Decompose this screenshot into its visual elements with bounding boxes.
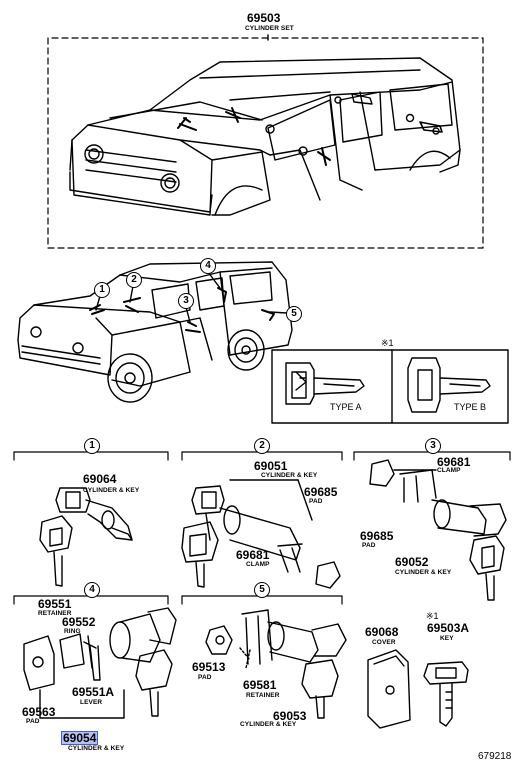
part-69068[interactable]: 69068 (365, 625, 399, 639)
part-69685-s3-desc: PAD (362, 542, 376, 549)
top-vehicle-drawing (69, 57, 461, 216)
part-69551A-desc: LEVER (80, 699, 103, 706)
callout-1: 1 (94, 282, 110, 298)
part-69552-desc: RING (64, 628, 81, 635)
part-69513[interactable]: 69513 (192, 660, 226, 674)
section-1-number: 1 (84, 438, 100, 454)
part-69551A[interactable]: 69551A (72, 685, 115, 699)
key-part (423, 661, 469, 727)
section-2-number: 2 (254, 438, 270, 454)
part-69581[interactable]: 69581 (243, 678, 277, 692)
part-69064-desc: CYLINDER & KEY (83, 487, 140, 494)
part-69503A[interactable]: 69503A (427, 621, 470, 635)
part-69581-desc: RETAINER (246, 692, 280, 699)
part-69052-desc: CYLINDER & KEY (395, 569, 452, 576)
set-part-number[interactable]: 69503 (247, 11, 281, 25)
callout-5: 5 (286, 306, 302, 322)
part-69551[interactable]: 69551 (38, 597, 72, 611)
part-69503A-desc: KEY (440, 635, 454, 642)
type-a-label: TYPE A (330, 402, 362, 412)
section-5-parts (205, 609, 347, 719)
key-part-mark: ※1 (426, 611, 439, 621)
callout-3: 3 (178, 293, 194, 309)
part-69064[interactable]: 69064 (83, 472, 117, 486)
part-69052[interactable]: 69052 (395, 555, 429, 569)
part-69551-desc: RETAINER (38, 610, 72, 617)
part-69068-desc: COVER (372, 639, 396, 646)
part-69054-highlighted[interactable]: 69054 (60, 731, 99, 745)
callout-2: 2 (126, 272, 142, 288)
part-69681-s2[interactable]: 69681 (236, 548, 270, 562)
part-69681-s3-desc: CLAMP (437, 467, 461, 474)
type-b-label: TYPE B (454, 402, 487, 412)
section-4-parts (23, 607, 177, 719)
key-note-mark: ※1 (381, 338, 394, 348)
part-69053[interactable]: 69053 (273, 709, 307, 723)
part-69681-s2-desc: CLAMP (246, 561, 270, 568)
part-69685-s2[interactable]: 69685 (304, 485, 338, 499)
part-69513-desc: PAD (198, 674, 212, 681)
part-69681-s3[interactable]: 69681 (437, 455, 471, 469)
small-vehicle-drawing (17, 261, 293, 403)
section-3-number: 3 (425, 438, 441, 454)
set-part-desc: CYLINDER SET (245, 25, 294, 32)
part-69054-desc: CYLINDER & KEY (68, 745, 125, 752)
part-69685-s3[interactable]: 69685 (360, 529, 394, 543)
part-69552[interactable]: 69552 (62, 615, 96, 629)
key-type-box (271, 349, 509, 424)
part-69051[interactable]: 69051 (254, 459, 288, 473)
part-69685-s2-desc: PAD (309, 498, 323, 505)
cover-part (367, 649, 411, 729)
section-2-parts (181, 479, 341, 589)
section-4-number: 4 (84, 582, 100, 598)
section-5-number: 5 (254, 582, 270, 598)
part-69051-desc: CYLINDER & KEY (261, 472, 318, 479)
diagram-id: 679218 (478, 751, 512, 762)
section-1-parts (39, 487, 133, 587)
callout-4: 4 (200, 258, 216, 274)
part-69563-desc: PAD (26, 718, 40, 725)
cylinder-set-frame (47, 34, 484, 249)
part-69563[interactable]: 69563 (22, 705, 56, 719)
section-3-parts (369, 459, 507, 601)
part-69053-desc: CYLINDER & KEY (240, 721, 297, 728)
